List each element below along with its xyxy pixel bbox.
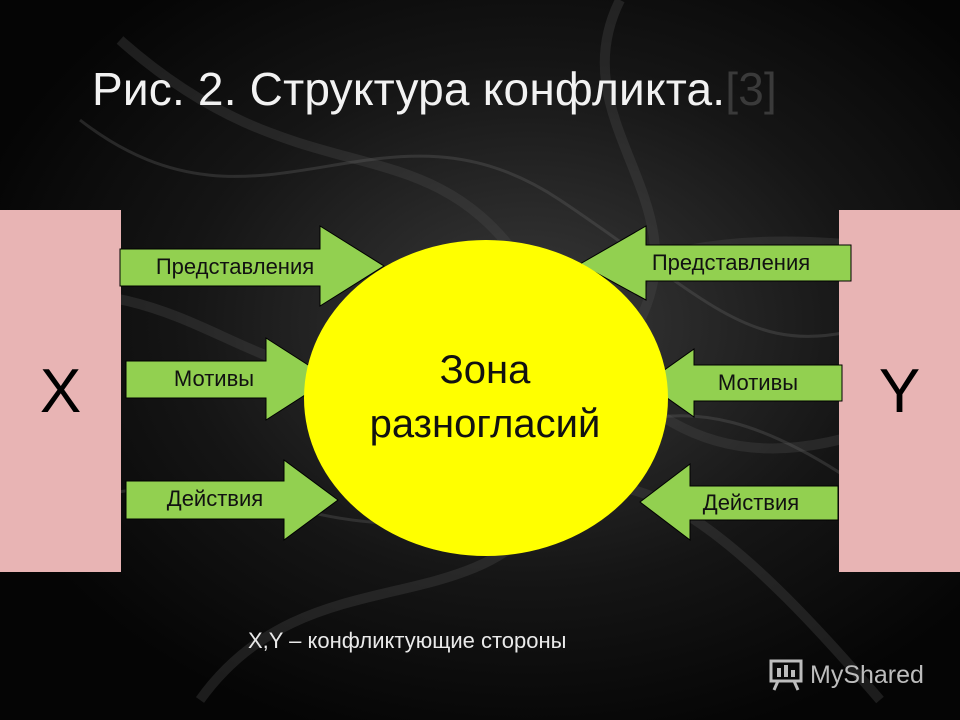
side-y-label: Y	[878, 356, 921, 426]
right-arrow-2	[645, 348, 843, 418]
right-arrow-1	[578, 225, 852, 301]
slide-title: Рис. 2. Структура конфликта.[3]	[92, 62, 912, 116]
left-arrow-label-1: Представления	[155, 254, 315, 279]
diagram-caption: X,Y – конфликтующие стороны	[248, 628, 567, 653]
right-arrow-label-3: Действия	[702, 490, 800, 515]
title-text: Рис. 2. Структура конфликта.	[92, 63, 726, 115]
left-arrow-label-3: Действия	[166, 486, 264, 511]
zone-line-2: разногласий	[369, 402, 601, 446]
side-y-box: Y	[839, 210, 960, 572]
watermark: MyShared	[768, 658, 924, 692]
left-arrow-3	[125, 459, 339, 541]
right-arrow-3	[639, 462, 839, 542]
side-x-label: X	[39, 356, 82, 426]
title-reference: [3]	[725, 63, 777, 115]
left-arrow-1	[119, 225, 385, 307]
side-x-box: X	[0, 210, 121, 572]
right-arrow-label-1: Представления	[651, 250, 811, 275]
left-arrow-2	[125, 337, 331, 421]
left-arrow-label-2: Мотивы	[173, 366, 255, 391]
right-arrow-label-2: Мотивы	[717, 370, 799, 395]
presentation-board-icon	[769, 659, 803, 691]
zone-line-1: Зона	[439, 348, 531, 392]
disagreement-zone-label: Зона разногласий	[305, 343, 665, 451]
disagreement-zone-circle	[304, 240, 668, 556]
watermark-text: MyShared	[810, 660, 924, 689]
